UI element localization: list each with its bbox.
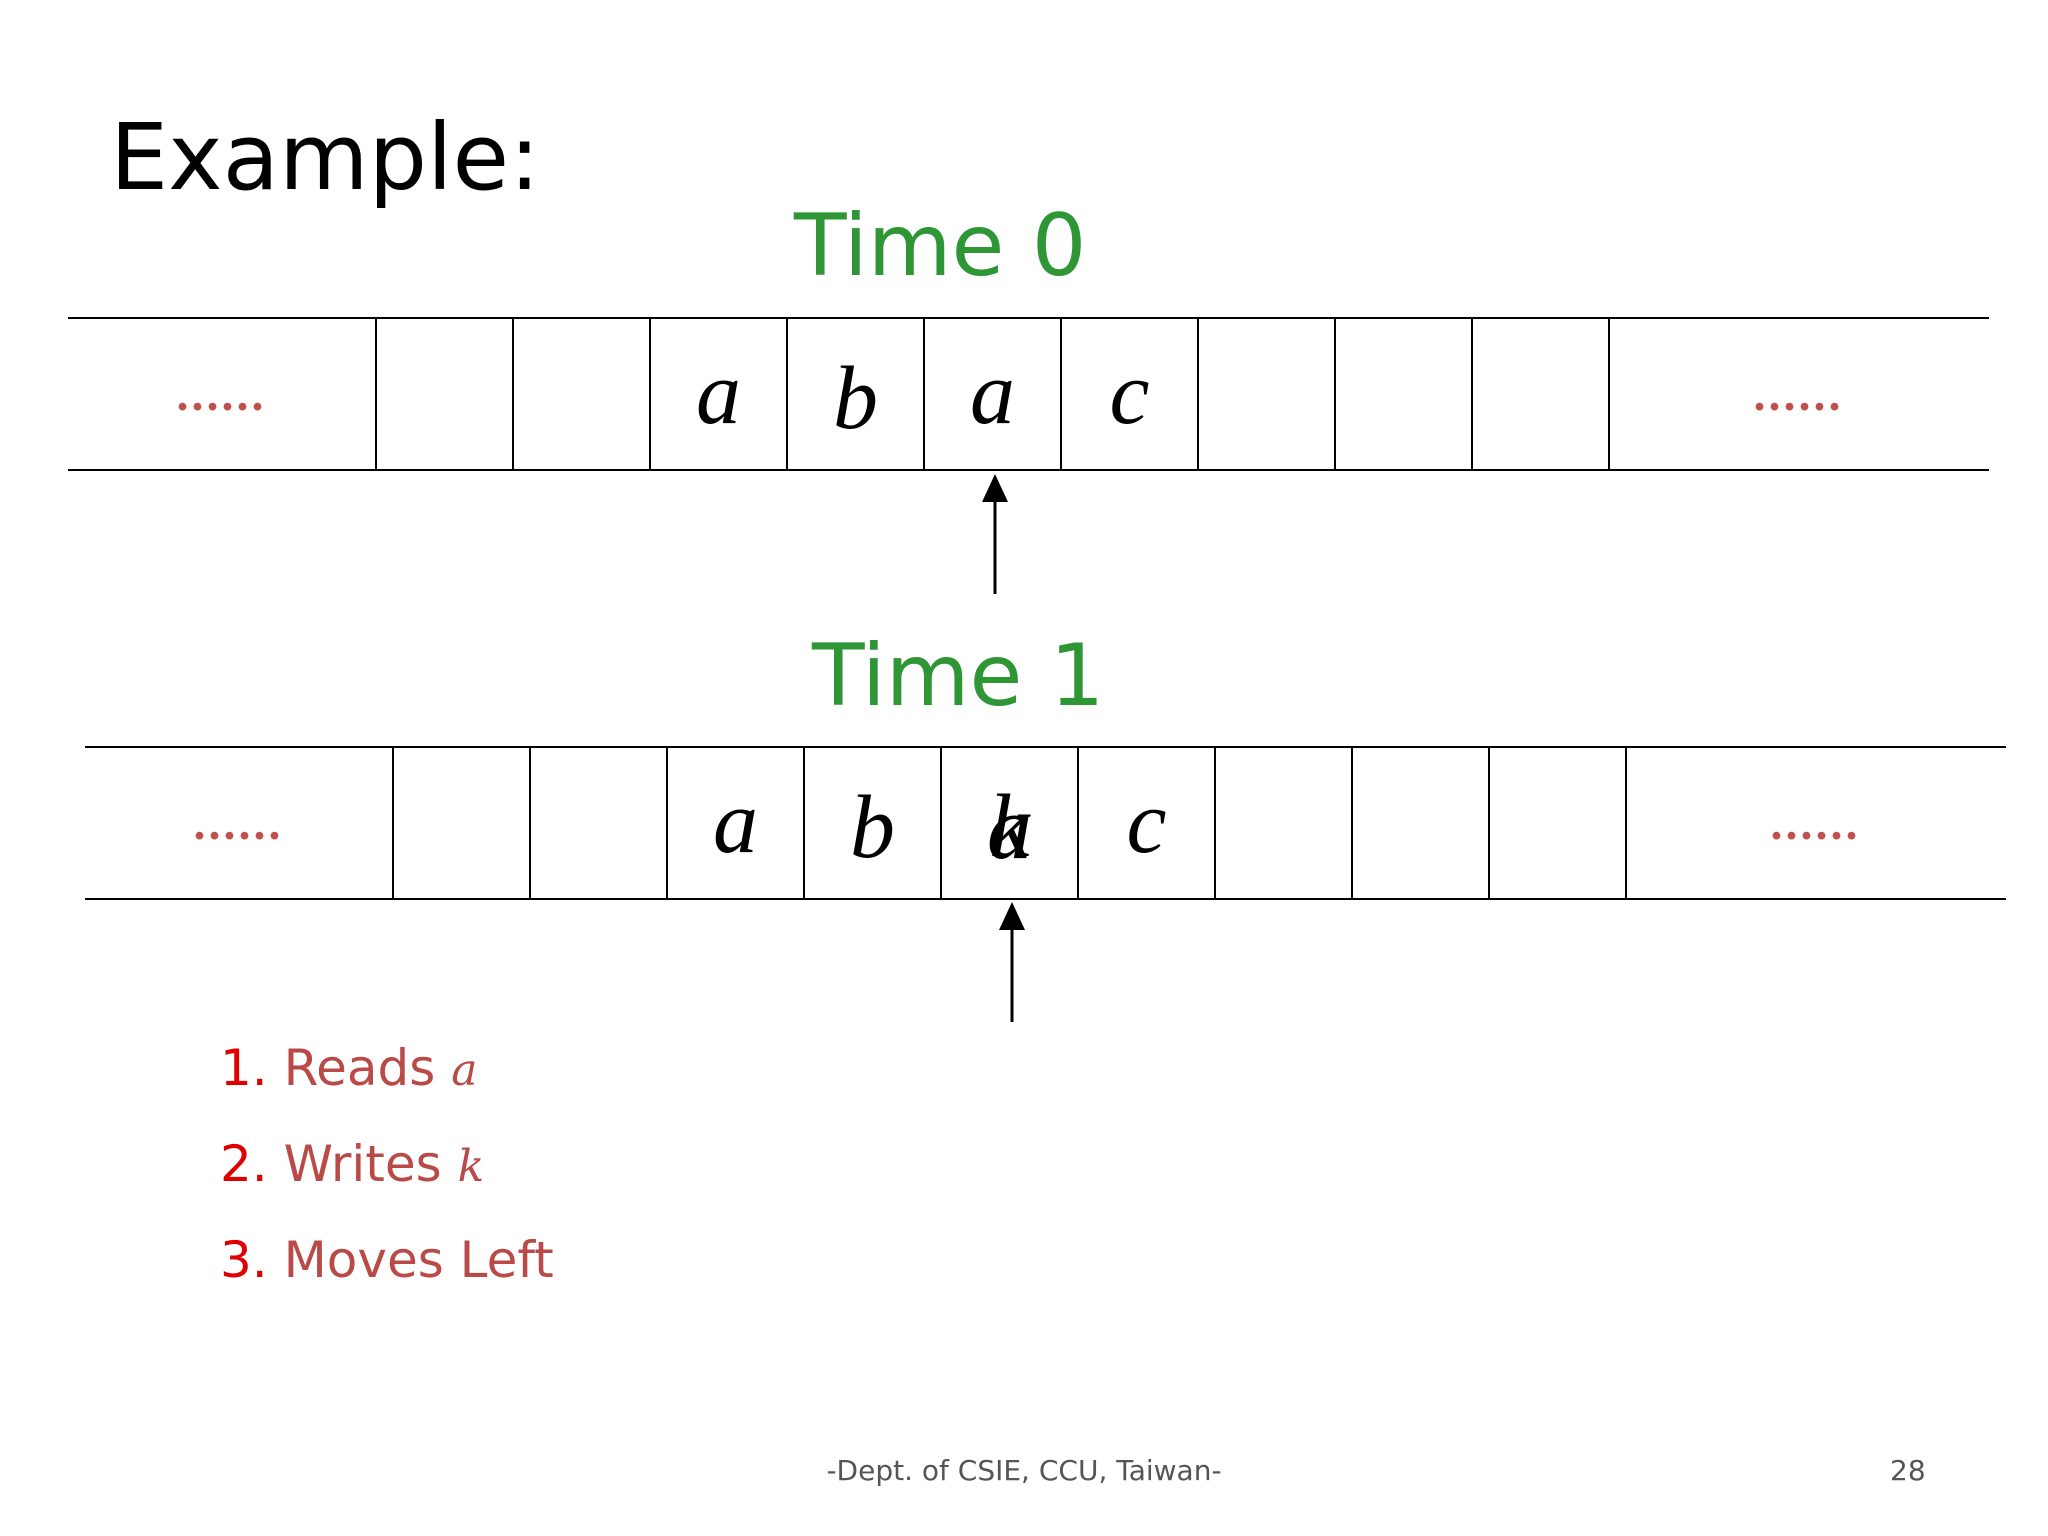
tape-cell: c xyxy=(1060,319,1199,469)
head-arrow-time-1 xyxy=(999,902,1025,1022)
tape-left-ellipsis: ...... xyxy=(193,796,284,850)
time-0-label: Time 0 xyxy=(794,196,1087,296)
cell-symbol: a xyxy=(713,773,758,872)
cell-symbol: c xyxy=(1126,773,1167,872)
cell-symbol-old: a xyxy=(987,779,1032,878)
tape-cell xyxy=(529,748,668,898)
tape-time-0: ...... a b a c ...... xyxy=(68,317,1989,471)
cell-symbol: b xyxy=(833,349,878,448)
slide-footer: -Dept. of CSIE, CCU, Taiwan- xyxy=(826,1454,1222,1487)
step-text: Moves Left xyxy=(283,1231,554,1289)
step-number: 2. xyxy=(220,1135,268,1193)
tape-cell xyxy=(1214,748,1353,898)
tape-right-ellipsis: ...... xyxy=(1753,367,1844,421)
tape-cell xyxy=(375,319,514,469)
tape-left-ellipsis: ...... xyxy=(176,367,267,421)
tape-cell xyxy=(1334,319,1473,469)
cell-symbol: a xyxy=(970,344,1015,443)
tape-cell: b xyxy=(786,319,925,469)
tape-right-ellipsis: ...... xyxy=(1770,796,1861,850)
head-arrow-time-0 xyxy=(982,474,1008,594)
step-item: 3. Moves Left xyxy=(220,1235,554,1285)
tape-cell-head: a k xyxy=(940,748,1079,898)
step-symbol: a xyxy=(451,1045,478,1096)
tape-cell xyxy=(1197,319,1336,469)
cell-symbol: b xyxy=(850,778,895,877)
step-number: 1. xyxy=(220,1039,268,1097)
step-symbol: k xyxy=(457,1141,485,1192)
tape-time-1: ...... a b a k c ...... xyxy=(85,746,2006,900)
time-1-label: Time 1 xyxy=(812,626,1105,726)
step-item: 1. Reads a xyxy=(220,1043,554,1093)
tape-cell: c xyxy=(1077,748,1216,898)
tape-cell xyxy=(392,748,531,898)
tape-cell xyxy=(1351,748,1490,898)
cell-symbol: a xyxy=(696,344,741,443)
step-text: Writes xyxy=(283,1135,442,1193)
tape-cell: a xyxy=(666,748,805,898)
step-item: 2. Writes k xyxy=(220,1139,554,1189)
page-number: 28 xyxy=(1890,1454,1926,1487)
cell-symbol-new: k xyxy=(989,777,1030,876)
cell-symbol: c xyxy=(1109,344,1150,443)
overwritten-cell: a k xyxy=(980,773,1040,878)
step-text: Reads xyxy=(283,1039,436,1097)
step-number: 3. xyxy=(220,1231,268,1289)
tape-cell xyxy=(512,319,651,469)
tape-cell-head: a xyxy=(923,319,1062,469)
tape-cell xyxy=(1488,748,1627,898)
slide-title: Example: xyxy=(110,104,541,211)
tape-cell: b xyxy=(803,748,942,898)
tape-cell: a xyxy=(649,319,788,469)
step-list: 1. Reads a 2. Writes k 3. Moves Left xyxy=(220,1043,554,1331)
tape-cell xyxy=(1471,319,1610,469)
